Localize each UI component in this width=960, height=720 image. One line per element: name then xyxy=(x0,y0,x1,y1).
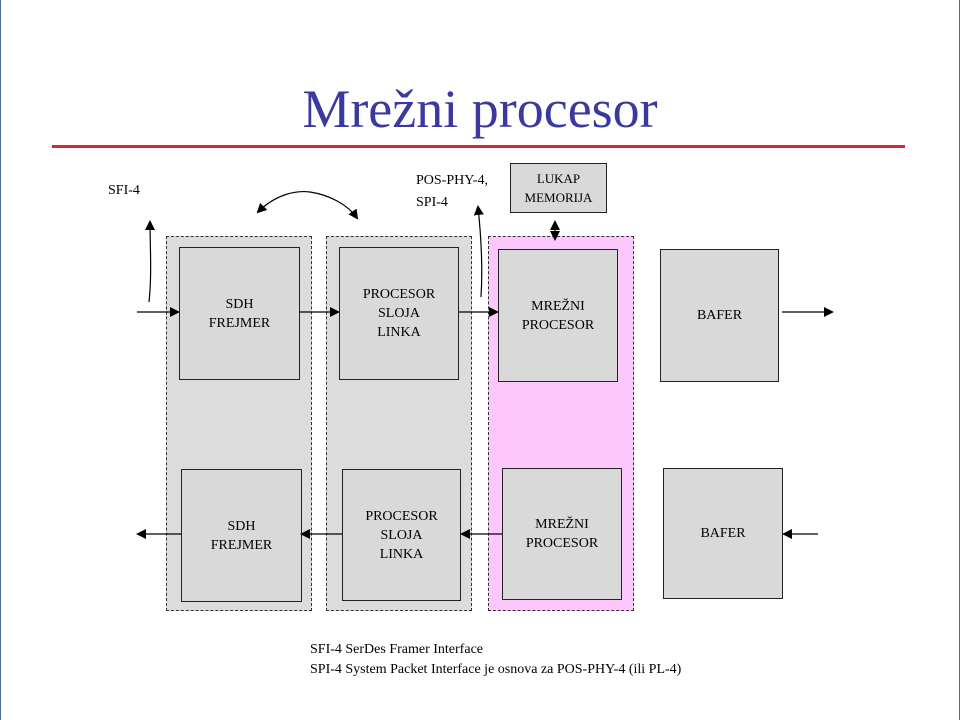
link-processor-bottom-label: PROCESOR SLOJA LINKA xyxy=(365,508,438,562)
footnotes: SFI-4 SerDes Framer Interface SPI-4 Syst… xyxy=(310,640,681,680)
sdh-framer-top-label: SDH FREJMER xyxy=(208,296,271,331)
network-processor-top-label: MREŽNI PROCESOR xyxy=(521,298,595,333)
link-processor-top-block: PROCESOR SLOJA LINKA xyxy=(339,247,459,380)
posphy-pointer xyxy=(473,205,484,298)
network-processor-bottom-label: MREŽNI PROCESOR xyxy=(525,517,599,551)
sfi4-pointer xyxy=(145,220,156,303)
buffer-top-block: BAFER xyxy=(660,249,779,382)
framer-link-arc xyxy=(256,190,359,220)
network-processor-bottom-block: MREŽNI PROCESOR xyxy=(502,468,622,600)
sdh-framer-top-block: SDH FREJMER xyxy=(179,247,300,380)
title-underline xyxy=(52,145,905,148)
footnote-sfi4: SFI-4 SerDes Framer Interface xyxy=(310,642,483,657)
sdh-framer-bottom-block: SDH FREJMER xyxy=(181,469,302,602)
link-processor-bottom-block: PROCESOR SLOJA LINKA xyxy=(342,469,461,601)
buffer-bottom-label: BAFER xyxy=(700,526,746,541)
buffer-top-label: BAFER xyxy=(696,308,743,323)
link-processor-top-label: PROCESOR SLOJA LINKA xyxy=(362,287,436,340)
network-processor-top-block: MREŽNI PROCESOR xyxy=(498,249,618,382)
slide-title: Mrežni procesor xyxy=(302,79,658,139)
footnote-spi4: SPI-4 System Packet Interface je osnova … xyxy=(310,662,682,677)
sdh-framer-bottom-label: SDH FREJMER xyxy=(210,518,273,553)
sfi4-label: SFI-4 xyxy=(108,183,140,198)
frame-border-left xyxy=(0,0,1,720)
lookup-memory-block: LUKAP MEMORIJA xyxy=(510,163,607,213)
lookup-memory-label: LUKAP MEMORIJA xyxy=(524,171,593,205)
posphy-spi4-label: POS-PHY-4, SPI-4 xyxy=(416,173,488,210)
buffer-bottom-block: BAFER xyxy=(663,468,783,599)
